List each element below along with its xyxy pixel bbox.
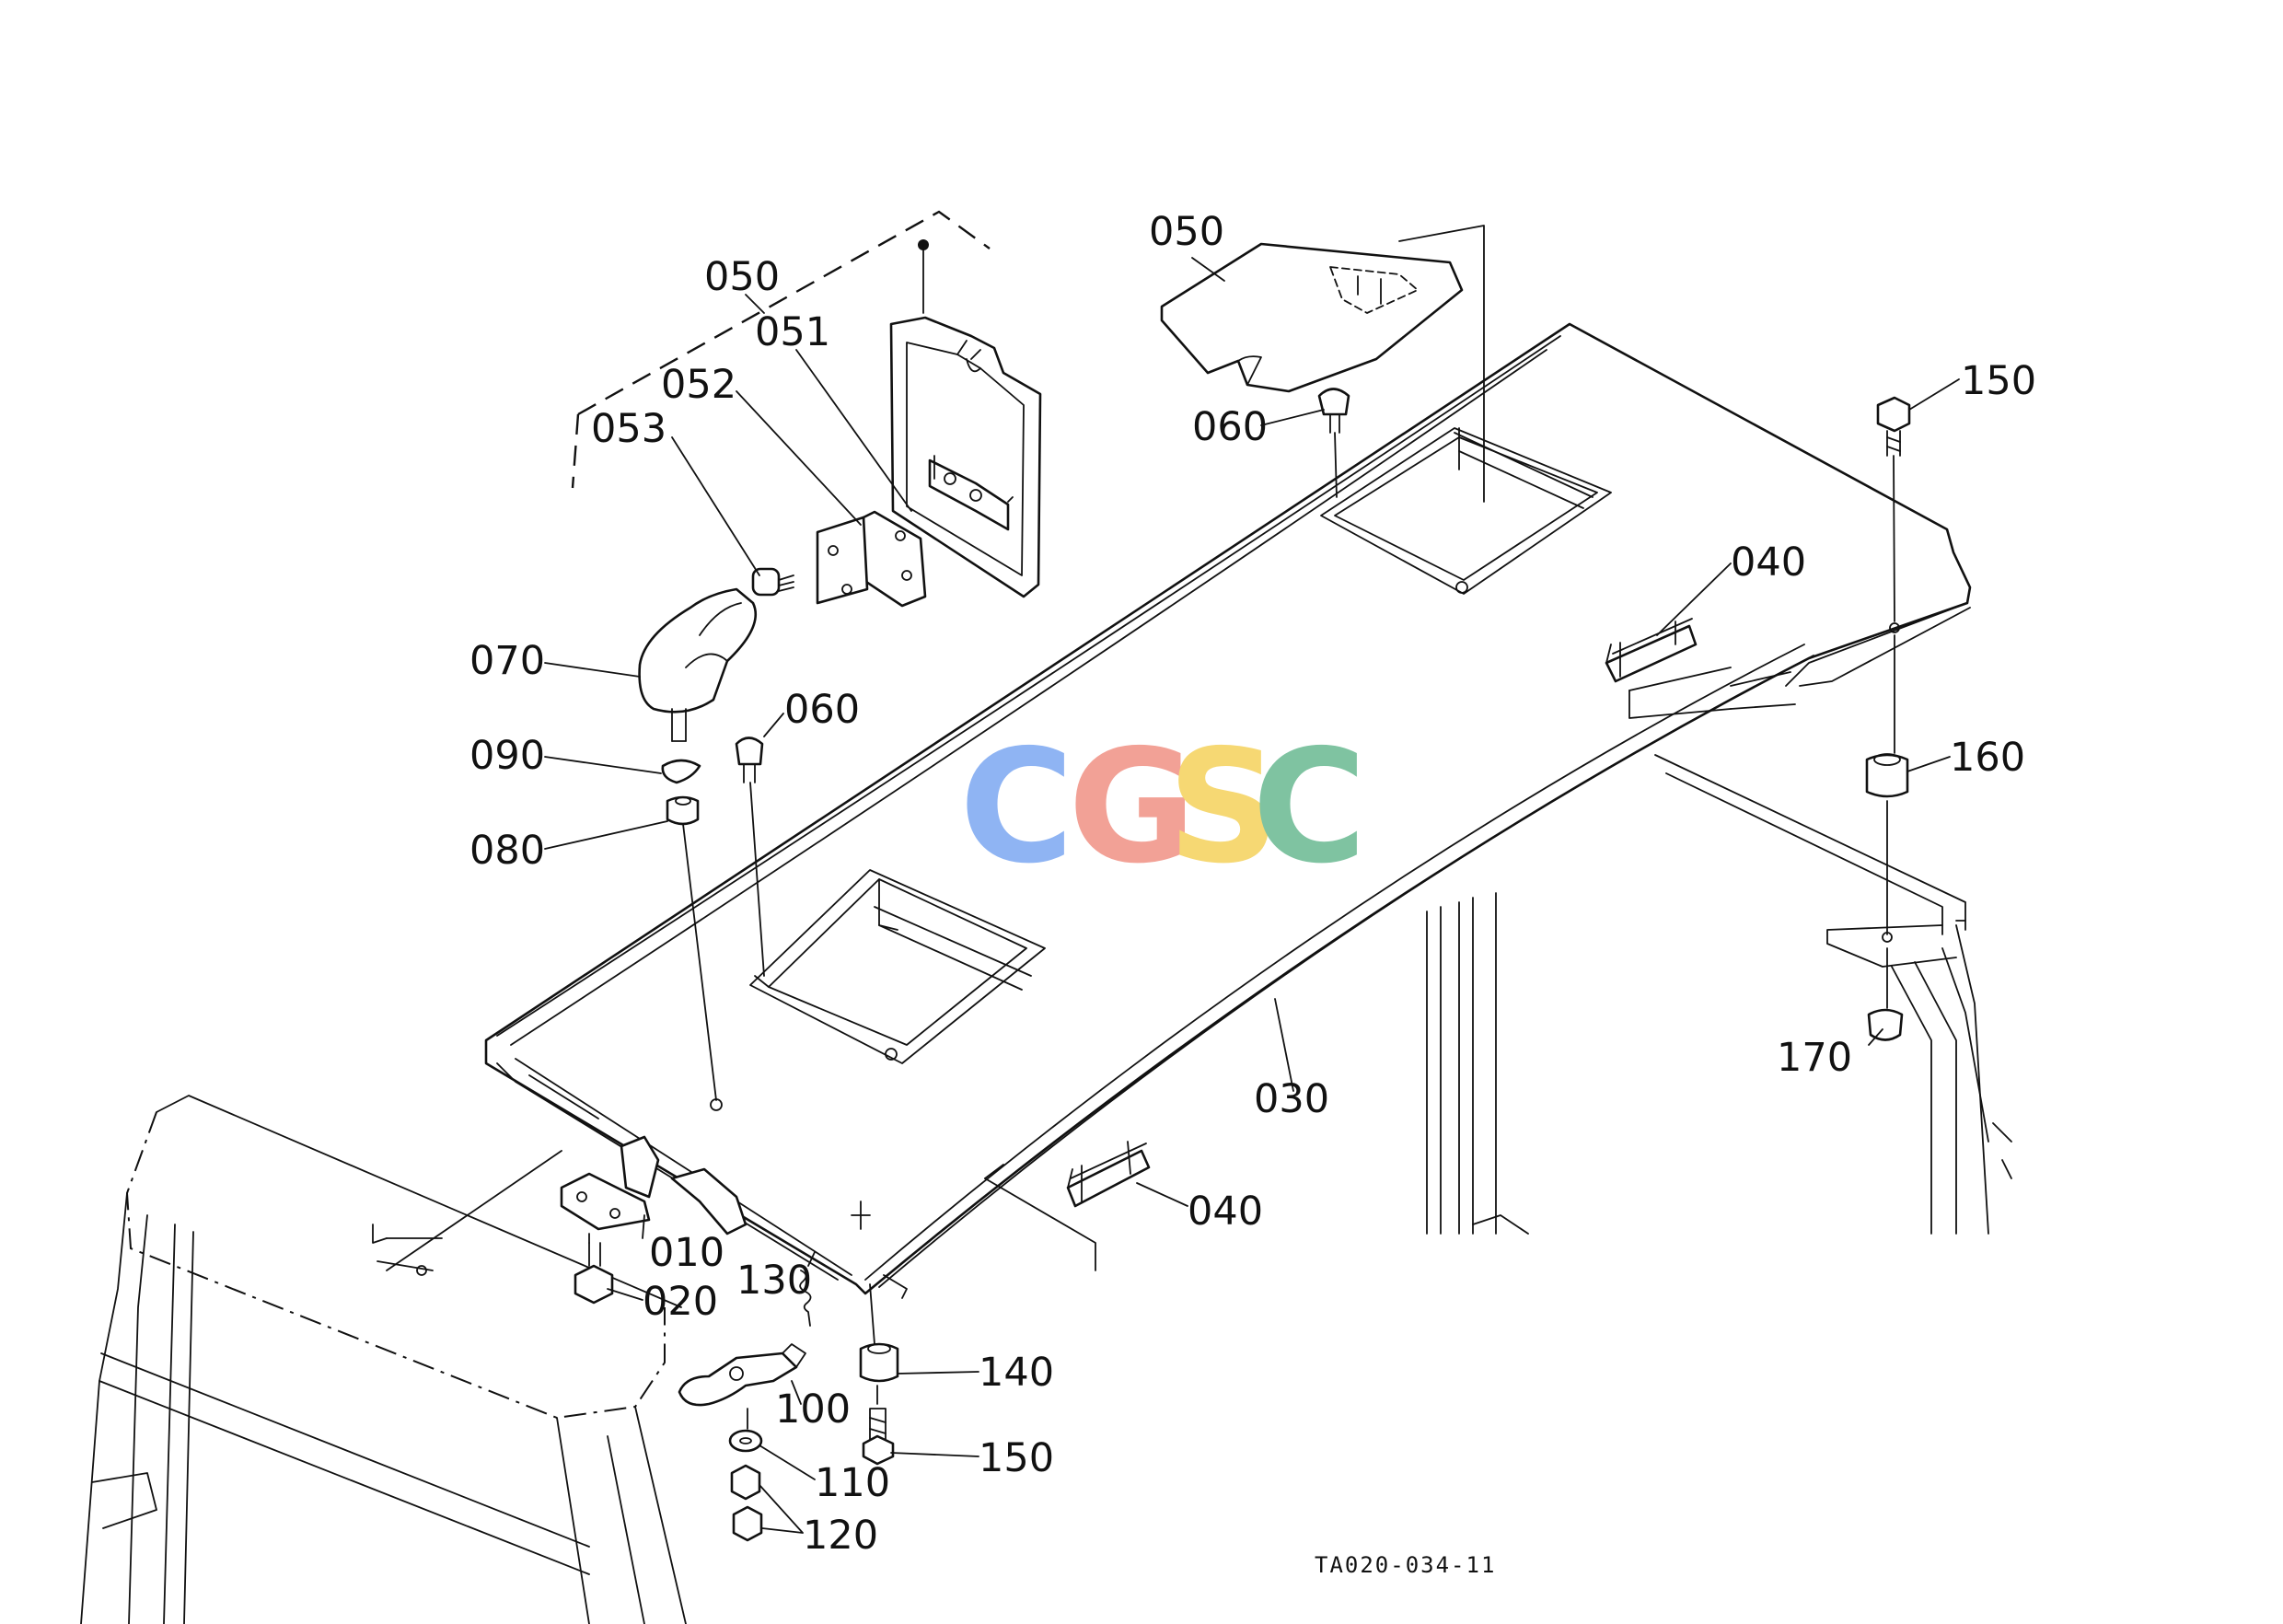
hinge-hardware (560, 1135, 899, 1542)
callout-060-right: 060 (1192, 404, 1268, 450)
roof-panel (484, 322, 1972, 1299)
callout-080: 080 (469, 828, 545, 874)
callout-051: 051 (755, 309, 830, 355)
callout-040-lower: 040 (1188, 1189, 1263, 1235)
callout-100: 100 (775, 1386, 851, 1433)
front-hatch-opening (749, 869, 1046, 1064)
hatch-assembly-left (571, 210, 1042, 1101)
rear-hatch-opening (1320, 427, 1612, 595)
drawing-reference-code: TA020-034-11 (1315, 1552, 1496, 1578)
watermark-letter: S (1167, 716, 1280, 899)
leader-lines (544, 257, 1960, 1534)
callout-030: 030 (1254, 1076, 1329, 1122)
callout-020: 020 (643, 1279, 718, 1325)
watermark-letter: G (1068, 716, 1197, 899)
latch-clip-lower (1066, 1141, 1151, 1208)
callout-160: 160 (1950, 735, 2025, 781)
hatch-cover-right (1160, 225, 1485, 503)
callout-090: 090 (469, 733, 545, 779)
callout-050-left: 050 (704, 254, 780, 300)
latch-clip-upper (1605, 618, 1698, 683)
callout-040-upper: 040 (1731, 539, 1806, 586)
cab-frame-left (80, 1095, 687, 1624)
callout-130: 130 (736, 1258, 812, 1304)
callout-010: 010 (649, 1230, 724, 1276)
callout-053: 053 (591, 406, 666, 452)
cab-frame-right (1426, 754, 2012, 1235)
callout-120: 120 (803, 1513, 878, 1559)
callout-060-left: 060 (784, 687, 860, 733)
callout-170: 170 (1777, 1035, 1852, 1081)
knob-left (735, 737, 765, 977)
callout-150-bottom: 150 (979, 1435, 1054, 1481)
right-mount-hardware (1865, 396, 1911, 1041)
callout-052: 052 (661, 362, 736, 408)
watermark-letter: C (1252, 716, 1367, 899)
callout-labels: 050 051 052 053 050 060 060 070 090 080 … (469, 209, 2036, 1559)
callout-070: 070 (469, 638, 545, 684)
callout-150-top: 150 (1961, 358, 2036, 404)
callout-050-right: 050 (1149, 209, 1224, 255)
callout-110: 110 (815, 1460, 890, 1506)
callout-140: 140 (979, 1350, 1054, 1396)
watermark-letter: C (959, 716, 1074, 899)
